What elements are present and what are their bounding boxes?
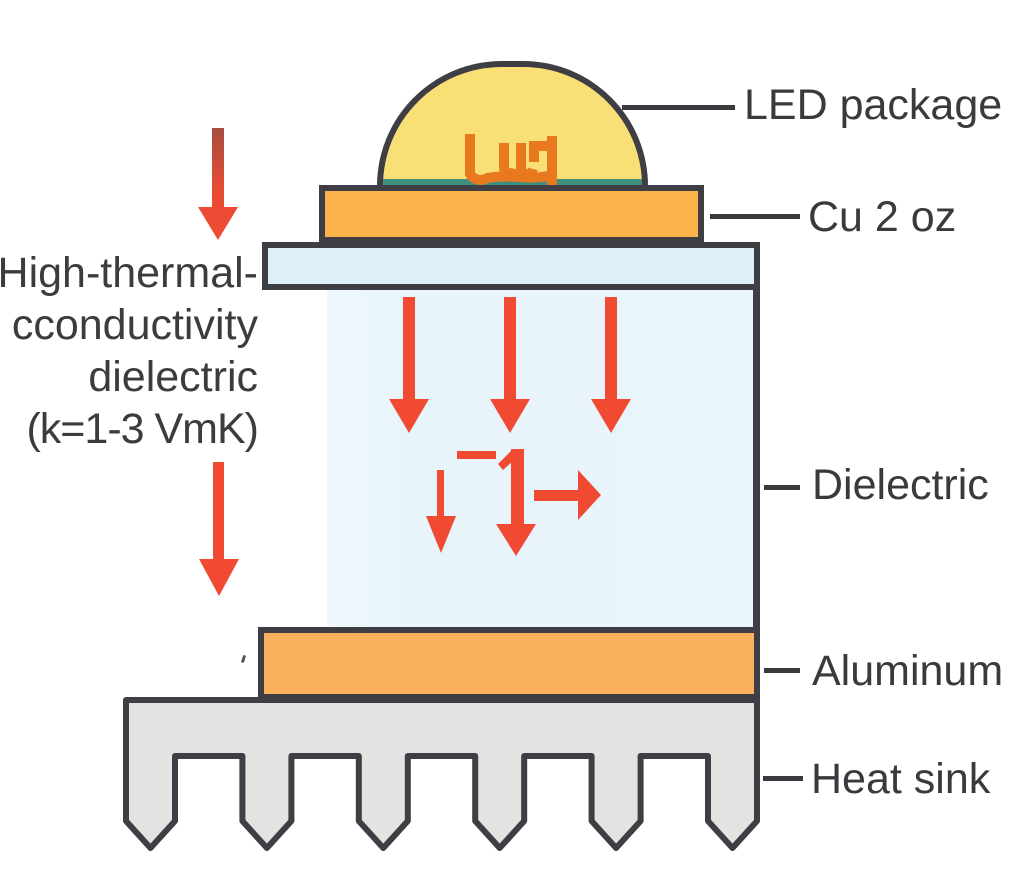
aluminum-connector-line — [764, 668, 800, 673]
left-note-line4: (k=1-3 VmK) — [26, 405, 259, 453]
copper-layer — [319, 185, 704, 243]
led-chip-icon — [465, 134, 557, 186]
left-note: High-thermal- cconductivity dielectric (… — [0, 247, 259, 455]
cu-label: Cu 2 oz — [808, 193, 957, 241]
led-substrate-line — [383, 179, 642, 186]
heatsink-fins — [123, 697, 760, 851]
left-note-line1: High-thermal- — [0, 249, 258, 297]
dielectric-block — [327, 290, 760, 627]
dielectric-label: Dielectric — [812, 461, 989, 509]
heatsink-label: Heat sink — [811, 755, 991, 803]
down-arrow-icon — [198, 128, 238, 240]
aluminum-layer — [258, 627, 760, 700]
led-package-label: LED package — [744, 81, 1003, 129]
aluminum-label: Aluminum — [812, 647, 1004, 695]
left-note-line2: cconductivity — [11, 301, 258, 349]
left-note-line3: dielectric — [88, 353, 258, 401]
heatsink-connector-line — [763, 776, 803, 781]
dielectric-connector-line — [764, 485, 800, 490]
down-arrow-icon — [199, 462, 239, 596]
led-package-connector-line — [622, 105, 735, 110]
tick-mark — [240, 654, 247, 664]
cu-connector-line — [710, 214, 800, 219]
dielectric-strip — [262, 242, 760, 290]
